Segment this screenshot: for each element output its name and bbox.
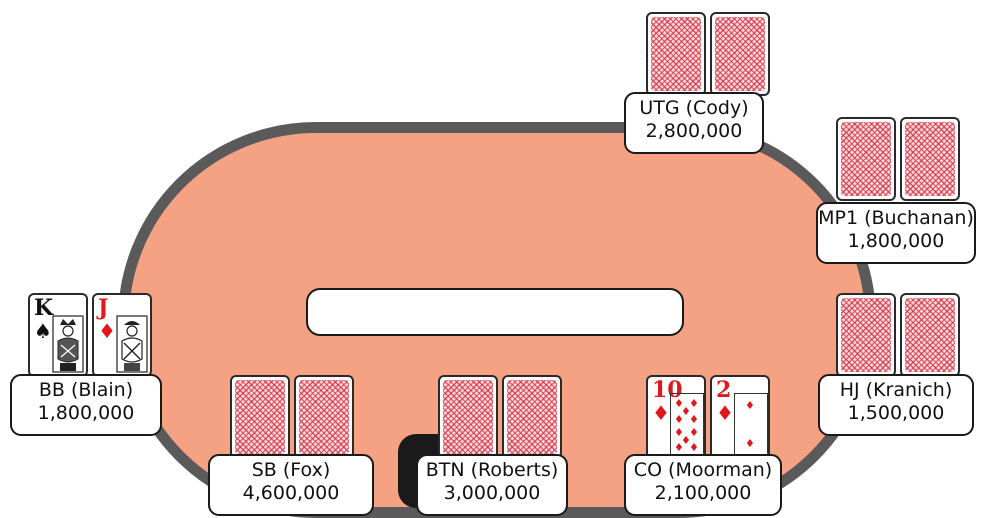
utg-card-1 — [646, 12, 706, 96]
sb-card-1 — [230, 375, 290, 459]
card-rank: 10 — [652, 377, 683, 403]
hj-card-1 — [836, 293, 896, 377]
seat-utg[interactable]: UTG (Cody) 2,800,000 — [624, 92, 764, 154]
btn-card-2 — [502, 375, 562, 459]
pip-grid: ♦ ♦ — [734, 393, 768, 455]
diamond-icon: ♦ — [652, 401, 670, 425]
player-name: SB (Fox) — [251, 459, 331, 481]
player-name: CO (Moorman) — [633, 459, 773, 481]
seat-btn[interactable]: BTN (Roberts) 3,000,000 — [416, 454, 568, 516]
player-name: UTG (Cody) — [639, 97, 749, 119]
co-card-ten-of-diamonds: 10 ♦ ♦♦ ♦ ♦♦ ♦♦ ♦ ♦♦ — [646, 375, 706, 459]
king-face-art — [52, 315, 84, 373]
chip-stack: 2,100,000 — [654, 482, 752, 504]
pot-display — [306, 288, 684, 336]
diamond-icon: ♦ — [98, 319, 116, 343]
player-name: HJ (Kranich) — [839, 379, 953, 401]
utg-card-2 — [710, 12, 770, 96]
seat-co[interactable]: CO (Moorman) 2,100,000 — [624, 454, 782, 516]
diamond-icon: ♦ — [716, 401, 734, 425]
card-rank: 2 — [716, 377, 732, 403]
bb-card-jack-of-diamonds: J ♦ — [92, 293, 152, 377]
player-name: BB (Blain) — [38, 379, 134, 401]
pip-grid: ♦♦ ♦ ♦♦ ♦♦ ♦ ♦♦ — [670, 393, 704, 455]
hj-card-2 — [900, 293, 960, 377]
seat-bb[interactable]: BB (Blain) 1,800,000 — [10, 374, 162, 436]
chip-stack: 2,800,000 — [645, 120, 743, 142]
chip-stack: 1,500,000 — [847, 402, 945, 424]
seat-sb[interactable]: SB (Fox) 4,600,000 — [208, 454, 374, 516]
btn-card-1 — [438, 375, 498, 459]
co-card-two-of-diamonds: 2 ♦ ♦ ♦ — [710, 375, 770, 459]
card-rank: K — [34, 295, 54, 321]
chip-stack: 1,800,000 — [847, 230, 945, 252]
card-rank: J — [98, 295, 109, 321]
jack-face-art — [116, 315, 148, 373]
player-name: MP1 (Buchanan) — [818, 207, 974, 229]
chip-stack: 4,600,000 — [242, 482, 340, 504]
mp1-card-2 — [900, 117, 960, 201]
seat-mp1[interactable]: MP1 (Buchanan) 1,800,000 — [816, 202, 976, 264]
mp1-card-1 — [836, 117, 896, 201]
chip-stack: 3,000,000 — [443, 482, 541, 504]
chip-stack: 1,800,000 — [37, 402, 135, 424]
bb-card-king-of-spades: K ♠ — [28, 293, 88, 377]
sb-card-2 — [294, 375, 354, 459]
player-name: BTN (Roberts) — [425, 459, 559, 481]
spade-icon: ♠ — [34, 319, 52, 343]
seat-hj[interactable]: HJ (Kranich) 1,500,000 — [818, 374, 974, 436]
